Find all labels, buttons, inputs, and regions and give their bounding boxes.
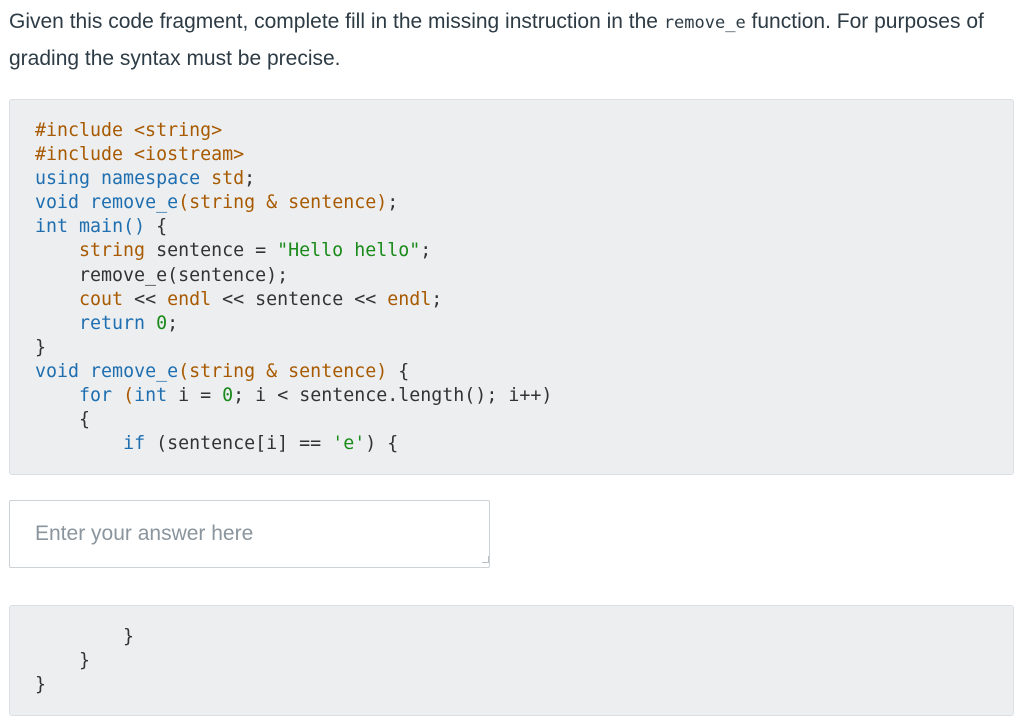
code-lines-bottom: } }} — [35, 625, 134, 697]
code-token — [35, 385, 79, 406]
code-token: ; — [387, 192, 399, 214]
code-token: for — [79, 385, 113, 407]
code-line: } — [35, 336, 552, 360]
code-line: } — [35, 649, 134, 673]
code-token: endl — [167, 288, 212, 310]
code-token: 0 — [156, 312, 168, 334]
code-token: endl — [387, 288, 432, 310]
code-token — [90, 168, 101, 189]
code-token — [79, 192, 90, 213]
code-line: void remove_e(string & sentence); — [35, 191, 552, 215]
code-token: remove_e — [90, 192, 179, 214]
code-token: { — [35, 409, 91, 431]
code-line: void remove_e(string & sentence) { — [35, 360, 552, 384]
code-token: () — [123, 216, 146, 238]
code-token — [35, 240, 79, 261]
code-line: for (int i = 0; i < sentence.length(); i… — [35, 384, 552, 408]
code-token: (string & sentence) — [178, 360, 388, 382]
code-token: i = — [167, 385, 223, 407]
code-token: ; — [167, 312, 179, 334]
code-token: cout — [79, 288, 124, 310]
code-token: } — [35, 626, 135, 647]
code-line: } — [35, 673, 134, 697]
prompt-text-before: Given this code fragment, complete fill … — [9, 10, 664, 33]
code-token: 0 — [222, 385, 234, 407]
code-block-bottom: } }} — [9, 605, 1014, 716]
code-line: if (sentence[i] == 'e') { — [35, 432, 552, 456]
code-token: "Hello hello" — [277, 240, 421, 262]
code-line: #include <iostream> — [35, 143, 552, 167]
code-token: #include <string> — [35, 120, 223, 141]
code-line: #include <string> — [35, 119, 552, 143]
code-token: } — [35, 336, 47, 358]
code-token: remove_e(sentence); — [35, 264, 289, 286]
code-token: ) { — [365, 433, 399, 455]
code-token: } — [35, 674, 47, 696]
code-token: return — [79, 312, 146, 334]
code-token: namespace — [101, 168, 201, 190]
code-token: ; — [244, 168, 256, 190]
code-token: (string & sentence) — [178, 192, 388, 214]
code-token: int — [134, 385, 168, 407]
function-name-code: remove_e — [663, 13, 746, 33]
code-token: { — [145, 216, 168, 238]
code-token: ; — [420, 240, 432, 262]
code-token: { — [387, 360, 410, 382]
answer-input[interactable] — [10, 501, 489, 567]
code-token: std — [211, 168, 245, 190]
code-token — [79, 361, 90, 382]
code-lines-top: #include <string> #include <iostream>usin… — [35, 119, 552, 456]
code-token: remove_e — [90, 360, 179, 382]
question-prompt: Given this code fragment, complete fill … — [9, 4, 1009, 77]
code-token — [35, 289, 79, 310]
code-line: } — [35, 625, 134, 649]
code-line: return 0; — [35, 312, 552, 336]
code-token: 'e' — [332, 433, 366, 455]
code-line: string sentence = "Hello hello"; — [35, 239, 552, 263]
code-token: using — [35, 168, 91, 190]
code-token: int — [35, 216, 69, 238]
code-token: string — [79, 240, 146, 262]
code-line: cout << endl << sentence << endl; — [35, 288, 552, 312]
code-token: void — [35, 360, 80, 382]
code-block-top: #include <string> #include <iostream>usin… — [9, 99, 1014, 475]
code-token: << sentence << — [211, 288, 388, 310]
code-token: main — [79, 216, 124, 238]
code-token: (sentence[i] == — [145, 433, 333, 455]
prompt-text-after: function. For purposes of grading the sy… — [9, 10, 984, 70]
code-token — [145, 313, 156, 334]
code-line: remove_e(sentence); — [35, 264, 552, 288]
code-token — [68, 216, 79, 237]
code-token — [200, 168, 211, 189]
code-token: ; i < sentence.length(); i++) — [233, 385, 553, 407]
code-token: ( — [123, 385, 135, 407]
code-line: int main() { — [35, 215, 552, 239]
code-token — [35, 433, 123, 454]
code-token: sentence = — [145, 240, 278, 262]
resize-handle[interactable] — [482, 556, 489, 563]
code-token: ; — [431, 288, 443, 310]
code-token: << — [123, 288, 168, 310]
code-token: void — [35, 192, 80, 214]
code-token: } — [35, 650, 91, 672]
code-token: if — [123, 433, 146, 455]
code-token: #include <iostream> — [35, 144, 245, 166]
code-line: using namespace std; — [35, 167, 552, 191]
code-token — [112, 385, 123, 406]
code-line: { — [35, 408, 552, 432]
code-token — [35, 313, 79, 334]
answer-box[interactable] — [9, 500, 490, 568]
